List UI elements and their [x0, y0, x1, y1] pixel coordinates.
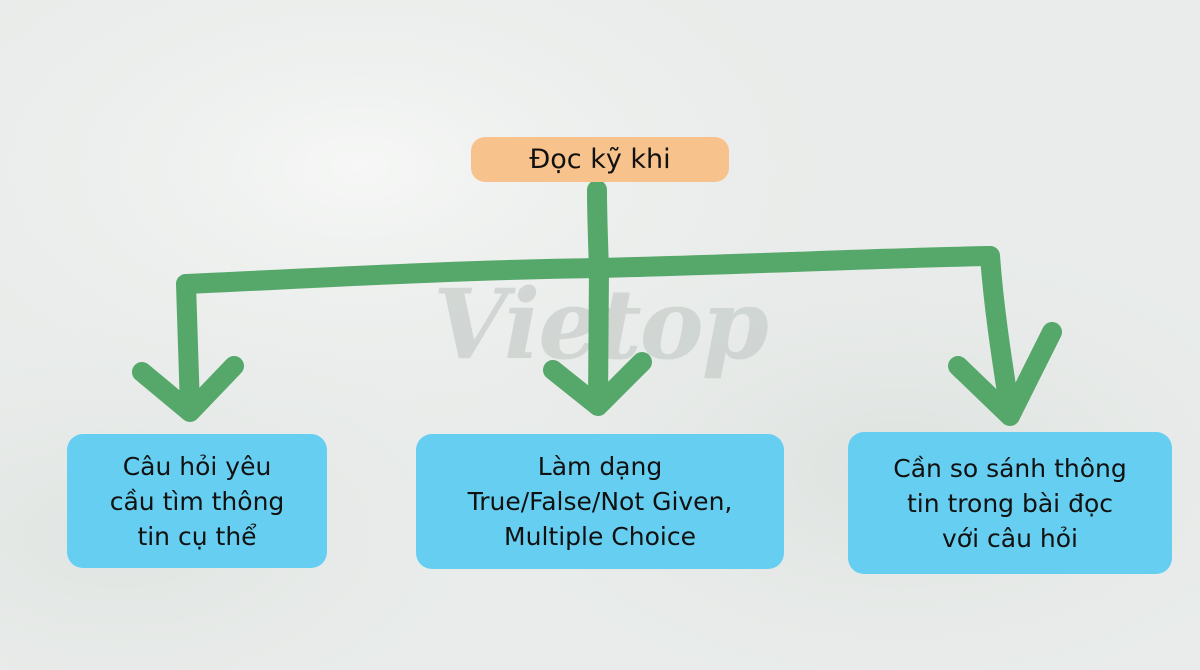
- leaf-2-line-2: True/False/Not Given,: [467, 487, 733, 516]
- root-node: Đọc kỹ khi: [471, 137, 729, 182]
- branch-bar: [176, 246, 1000, 294]
- right-arrowhead: [948, 322, 1062, 426]
- leaf-1-line-2: cầu tìm thông: [109, 486, 285, 516]
- left-arrowhead: [132, 356, 244, 422]
- center-arrowhead: [543, 352, 652, 416]
- leaf-2-line-1: Làm dạng: [537, 452, 663, 481]
- trunk-line: [587, 180, 609, 280]
- center-branch-line: [588, 258, 609, 412]
- leaf-node-specific-info: Câu hỏi yêu cầu tìm thông tin cụ thể: [67, 434, 327, 568]
- leaf-3-line-1: Cần so sánh thông: [893, 453, 1127, 483]
- leaf-2-line-3: Multiple Choice: [504, 522, 696, 551]
- left-branch-line: [176, 274, 200, 418]
- root-label: Đọc kỹ khi: [529, 144, 671, 175]
- leaf-1-line-3: tin cụ thể: [137, 521, 257, 551]
- leaf-1-line-1: Câu hỏi yêu: [122, 451, 272, 481]
- leaf-3-line-2: tin trong bài đọc: [906, 488, 1113, 518]
- leaf-node-question-types: Làm dạng True/False/Not Given, Multiple …: [416, 434, 784, 569]
- leaf-node-compare-info: Cần so sánh thông tin trong bài đọc với …: [848, 432, 1172, 574]
- leaf-3-line-3: với câu hỏi: [942, 523, 1078, 553]
- right-branch-line: [980, 246, 1020, 422]
